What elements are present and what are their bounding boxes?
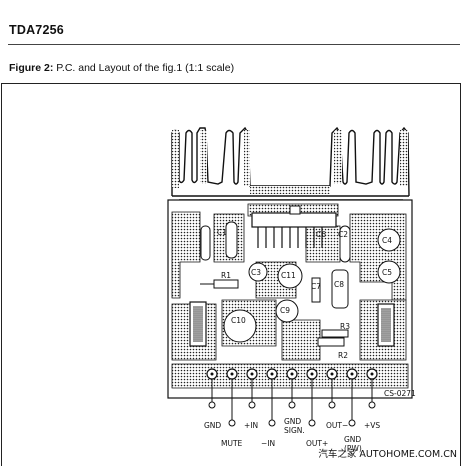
pin-hole — [370, 372, 374, 376]
label-c9: C9 — [280, 306, 290, 315]
pin-terminal — [328, 401, 336, 409]
pin-label: OUT− — [326, 421, 348, 430]
pin-terminal — [308, 419, 316, 427]
pin-label: GND(PW) — [344, 435, 362, 453]
pin-hole — [230, 372, 234, 376]
mounting-slot-left — [189, 301, 207, 347]
heatsink — [171, 126, 410, 212]
drawing-code: CS-0271 — [384, 389, 416, 398]
pin-label: GND — [204, 421, 221, 430]
label-c5: C5 — [382, 268, 392, 277]
pin-label: +VS — [364, 421, 380, 430]
document-title: TDA7256 — [9, 23, 64, 37]
pin-terminal — [248, 401, 256, 409]
watermark-text: 汽车之家 AUTOHOME.COM.CN — [318, 449, 457, 460]
component-r2: R2 — [317, 337, 348, 360]
pin-terminal — [288, 401, 296, 409]
pin-hole — [210, 372, 214, 376]
pin-hole — [270, 372, 274, 376]
figure-label: Figure 2: — [9, 62, 54, 74]
component-c10: C10 — [223, 309, 257, 343]
component-c9: C9 — [275, 299, 299, 323]
component-c5: C5 — [377, 260, 401, 284]
pin-terminal — [348, 419, 356, 427]
ic-tda7256 — [251, 205, 337, 248]
label-r1: R1 — [221, 271, 231, 280]
label-r3: R3 — [340, 322, 350, 331]
pin-label: −IN — [261, 439, 275, 448]
pin-hole — [310, 372, 314, 376]
pin-terminal — [208, 401, 216, 409]
component-c8: C8 — [331, 269, 349, 309]
component-c1: C1 — [200, 221, 238, 261]
component-c6: C6 — [316, 230, 326, 239]
pin-label: +IN — [244, 421, 258, 430]
label-c11: C11 — [281, 271, 296, 280]
header-rule — [8, 44, 460, 45]
label-c7: C7 — [311, 282, 321, 291]
pin-label: OUT+ — [306, 439, 328, 448]
label-c6: C6 — [316, 230, 326, 239]
component-c4: C4 — [377, 228, 401, 252]
label-r2: R2 — [338, 351, 348, 360]
component-c3: C3 — [248, 262, 268, 282]
pin-hole — [350, 372, 354, 376]
label-c2: C2 — [338, 230, 348, 239]
pin-terminal — [228, 419, 236, 427]
pin-terminal — [368, 401, 376, 409]
pin-hole — [330, 372, 334, 376]
component-r1: R1 — [200, 271, 239, 289]
pin-hole — [290, 372, 294, 376]
figure-caption-text: P.C. and Layout of the fig.1 (1:1 scale) — [56, 62, 235, 74]
component-c7: C7 — [311, 277, 321, 303]
label-c1: C1 — [217, 228, 227, 237]
figure-frame — [1, 83, 461, 466]
component-c2: C2 — [338, 225, 351, 263]
pin-hole — [250, 372, 254, 376]
pin-terminal — [268, 419, 276, 427]
heatsink-fin-dots — [172, 130, 408, 194]
label-c3: C3 — [251, 268, 261, 277]
mounting-slot-right — [377, 303, 395, 347]
pin-label: MUTE — [221, 439, 243, 448]
label-c10: C10 — [231, 316, 246, 325]
figure-caption: Figure 2: P.C. and Layout of the fig.1 (… — [9, 62, 234, 74]
label-c4: C4 — [382, 236, 392, 245]
label-c8: C8 — [334, 280, 344, 289]
component-r3: R3 — [321, 322, 350, 338]
component-c11: C11 — [277, 263, 303, 289]
